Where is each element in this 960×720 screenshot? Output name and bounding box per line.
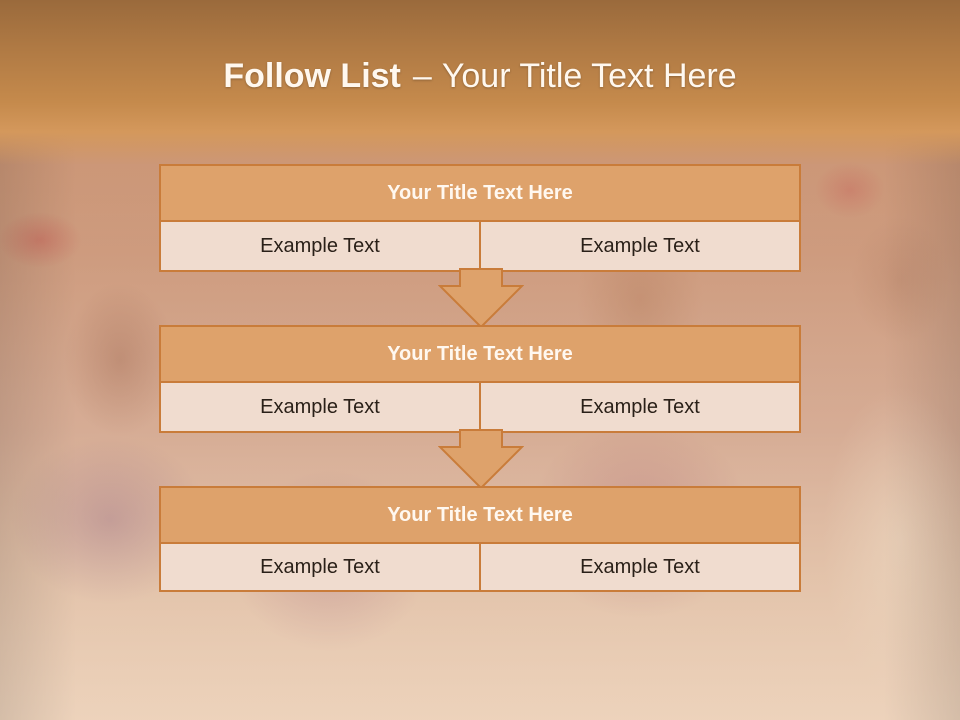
block-row: Example Text Example Text bbox=[161, 222, 799, 270]
list-block-1: Your Title Text Here Example Text Exampl… bbox=[159, 164, 801, 272]
block-title: Your Title Text Here bbox=[161, 166, 799, 222]
block-cell-right: Example Text bbox=[479, 222, 799, 270]
title-rest: Your Title Text Here bbox=[441, 57, 737, 95]
block-cell-left: Example Text bbox=[161, 383, 479, 431]
block-cell-left: Example Text bbox=[161, 222, 479, 270]
block-row: Example Text Example Text bbox=[161, 383, 799, 431]
arrow-down-icon bbox=[438, 429, 524, 489]
slide-title: Follow List–Your Title Text Here bbox=[0, 54, 960, 98]
block-cell-right: Example Text bbox=[479, 383, 799, 431]
block-row: Example Text Example Text bbox=[161, 544, 799, 590]
header-band bbox=[0, 0, 960, 165]
list-block-3: Your Title Text Here Example Text Exampl… bbox=[159, 486, 801, 592]
block-cell-left: Example Text bbox=[161, 544, 479, 590]
title-separator: – bbox=[412, 57, 432, 95]
block-title: Your Title Text Here bbox=[161, 488, 799, 544]
title-bold: Follow List bbox=[223, 57, 401, 95]
block-title: Your Title Text Here bbox=[161, 327, 799, 383]
list-block-2: Your Title Text Here Example Text Exampl… bbox=[159, 325, 801, 433]
block-cell-right: Example Text bbox=[479, 544, 799, 590]
arrow-down-icon bbox=[438, 268, 524, 328]
